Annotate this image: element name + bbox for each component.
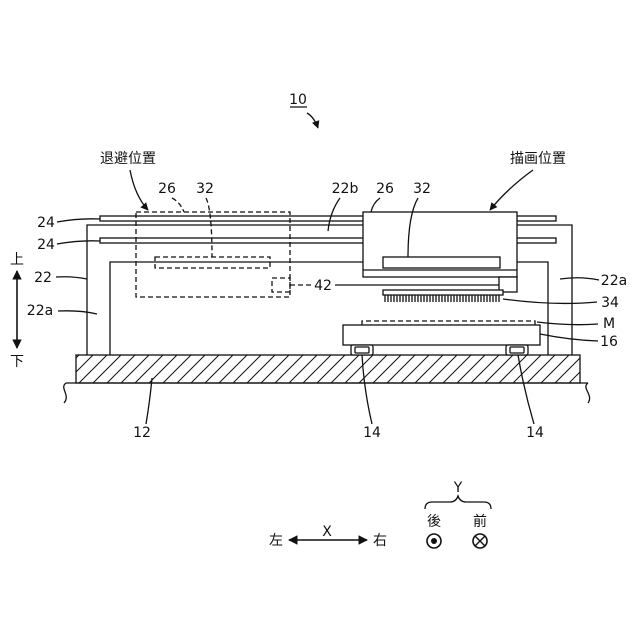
- leader-head-unit-retracted: [206, 198, 212, 257]
- leader-nozzle-array: [503, 299, 597, 303]
- label-nozzle-array: 34: [601, 295, 619, 311]
- retracted-position-leader: [130, 170, 148, 210]
- label-rail-lower: 24: [37, 237, 55, 253]
- label-head-retracted: 26: [158, 181, 176, 197]
- drawing-position-label: 描画位置: [510, 151, 566, 167]
- out-of-page-dot-icon: [427, 534, 441, 548]
- label-head-unit-drawing: 32: [413, 181, 431, 197]
- leader-rail-lower: [57, 241, 100, 244]
- label-head-unit-retracted: 32: [196, 181, 214, 197]
- leader-frame-leg-right: [560, 278, 599, 280]
- nozzle-array-teeth: [385, 295, 499, 302]
- sensor-retracted: [272, 278, 290, 292]
- figure-number: 10: [289, 92, 307, 108]
- leader-rail-upper: [57, 219, 100, 222]
- leader-head-retracted: [172, 198, 184, 212]
- floor-break-right: [586, 383, 590, 403]
- label-substrate: M: [603, 316, 615, 332]
- x-axis-right-label: 右: [373, 533, 387, 549]
- into-page-cross-icon: [473, 534, 487, 548]
- leader-frame-leg-left: [58, 311, 97, 314]
- leader-head-drawing: [371, 198, 380, 212]
- drawing-position-leader: [490, 170, 533, 210]
- label-beam: 22b: [332, 181, 359, 197]
- label-slider-left: 14: [363, 425, 381, 441]
- nozzle-array-body: [383, 290, 503, 295]
- retracted-position-label: 退避位置: [100, 151, 156, 167]
- stage: [343, 325, 540, 345]
- label-rail-upper: 24: [37, 215, 55, 231]
- leader-base: [146, 378, 152, 424]
- label-sensor: 42: [314, 278, 332, 294]
- vertical-down-label: 下: [10, 354, 24, 370]
- leader-substrate: [537, 322, 598, 325]
- floor-break-left: [64, 383, 67, 403]
- y-axis-label: Y: [453, 480, 463, 496]
- label-frame: 22: [34, 270, 52, 286]
- figure-number-arrow: [307, 113, 318, 128]
- label-frame-leg-left: 22a: [27, 303, 53, 319]
- y-axis-brace: [425, 496, 491, 509]
- leader-stage: [540, 334, 598, 341]
- y-axis-back-label: 後: [427, 514, 441, 530]
- vertical-up-label: 上: [10, 252, 24, 268]
- leader-frame: [56, 277, 87, 279]
- x-axis-left-label: 左: [269, 533, 283, 549]
- label-slider-right: 14: [526, 425, 544, 441]
- label-head-drawing: 26: [376, 181, 394, 197]
- leader-beam: [328, 198, 340, 231]
- y-axis-front-label: 前: [473, 513, 487, 530]
- x-axis-label: X: [322, 524, 332, 540]
- head-unit-drawing: [383, 257, 500, 268]
- label-base: 12: [133, 425, 151, 441]
- label-stage: 16: [600, 334, 618, 350]
- label-frame-leg-right: 22a: [601, 273, 627, 289]
